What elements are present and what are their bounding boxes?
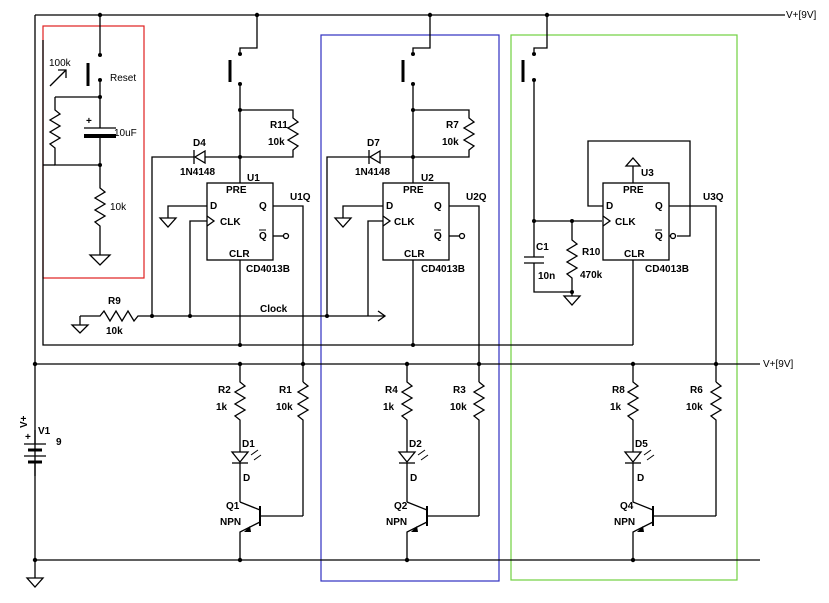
u1-pin-pre: PRE	[226, 185, 247, 196]
r1-value: 10k	[276, 402, 293, 413]
stage-u2: R7 10k D7 1N4148 PRE D CLK Q Q CLR U2 CD…	[326, 15, 487, 560]
r8-value: 1k	[610, 402, 622, 413]
ground-symbol	[25, 560, 45, 588]
battery-name: V1	[38, 426, 51, 437]
u3-part: CD4013B	[645, 264, 689, 275]
top-rail-label: V+[9V]	[786, 10, 817, 21]
r7-value: 10k	[442, 137, 459, 148]
stage-u3: C1 10n R10 470k PRE D CLK Q Q CLR U3 CD4…	[521, 15, 724, 560]
u2-highlight-box	[320, 34, 500, 582]
u3-highlight-box	[510, 34, 738, 581]
r9-name: R9	[108, 296, 121, 307]
reset-cap-label: 10uF	[114, 128, 137, 139]
r3-value: 10k	[450, 402, 467, 413]
u1-pin-clr: CLR	[229, 249, 250, 260]
r11-name: R11	[270, 120, 288, 131]
q1-name: Q1	[226, 501, 240, 512]
u3-pin-qbar: Q	[655, 231, 663, 242]
clock-circuit: R9 10k Clock	[70, 296, 387, 337]
d5-sub: D	[637, 473, 644, 484]
q4-type: NPN	[614, 517, 635, 528]
mid-rail-label: V+[9V]	[763, 359, 794, 370]
u2-pin-q: Q	[434, 201, 442, 212]
u2-part: CD4013B	[421, 264, 465, 275]
u1-pin-qbar: Q	[259, 231, 267, 242]
u2-pin-pre: PRE	[403, 185, 424, 196]
battery-label: V+	[19, 415, 30, 428]
battery-v1: + V1 9 V+	[19, 415, 62, 476]
r4-value: 1k	[383, 402, 395, 413]
d4-name: D4	[193, 138, 206, 149]
r7-name: R7	[446, 120, 459, 131]
reset-switch-label: Reset	[110, 73, 136, 84]
d7-name: D7	[367, 138, 380, 149]
r9-value: 10k	[106, 326, 123, 337]
c1-name: C1	[536, 242, 549, 253]
u2-out-label: U2Q	[466, 192, 487, 203]
battery-plus: +	[25, 432, 31, 443]
u3-out-label: U3Q	[703, 192, 724, 203]
r2-name: R2	[218, 385, 231, 396]
d1-name: D1	[242, 439, 255, 450]
reset-pot-label: 100k	[49, 58, 72, 69]
power-rails: V+[9V] V+[9V]	[32, 10, 817, 563]
u3-name: U3	[641, 168, 654, 179]
reset-res-label: 10k	[110, 202, 127, 213]
r11-value: 10k	[268, 137, 285, 148]
d1-sub: D	[243, 473, 250, 484]
clock-net-label: Clock	[260, 304, 288, 315]
u2-pin-qbar: Q	[434, 231, 442, 242]
u1-part: CD4013B	[246, 264, 290, 275]
u2-name: U2	[421, 173, 434, 184]
c1-value: 10n	[538, 271, 555, 282]
d5-name: D5	[635, 439, 648, 450]
q4-name: Q4	[620, 501, 634, 512]
stage-u1: R11 10k D4 1N4148 PRE D CLK Q Q CLR U1 C…	[151, 15, 311, 560]
u3-pin-pre: PRE	[623, 185, 644, 196]
d2-name: D2	[409, 439, 422, 450]
r2-value: 1k	[216, 402, 228, 413]
u1-pin-q: Q	[259, 201, 267, 212]
d2-sub: D	[410, 473, 417, 484]
reset-circuit: Reset + 10uF 100k 10k	[42, 15, 633, 346]
q1-type: NPN	[220, 517, 241, 528]
r8-name: R8	[612, 385, 625, 396]
d4-type: 1N4148	[180, 167, 215, 178]
u1-out-label: U1Q	[290, 192, 311, 203]
r6-value: 10k	[686, 402, 703, 413]
q2-type: NPN	[386, 517, 407, 528]
u2-pin-clk: CLK	[394, 217, 415, 228]
u1-pin-clk: CLK	[220, 217, 241, 228]
q2-name: Q2	[394, 501, 408, 512]
d7-type: 1N4148	[355, 167, 390, 178]
u3-pin-q: Q	[655, 201, 663, 212]
reset-cap-plus: +	[86, 116, 92, 127]
u3-pin-clk: CLK	[615, 217, 636, 228]
u2-pin-clr: CLR	[404, 249, 425, 260]
r4-name: R4	[385, 385, 398, 396]
u1-name: U1	[247, 173, 260, 184]
battery-value: 9	[56, 437, 62, 448]
r10-value: 470k	[580, 270, 603, 281]
u3-pin-clr: CLR	[624, 249, 645, 260]
r1-name: R1	[279, 385, 292, 396]
r10-name: R10	[582, 247, 601, 258]
r6-name: R6	[690, 385, 703, 396]
u3-pin-d: D	[606, 201, 613, 212]
r3-name: R3	[453, 385, 466, 396]
u2-pin-d: D	[386, 201, 393, 212]
u1-pin-d: D	[210, 201, 217, 212]
